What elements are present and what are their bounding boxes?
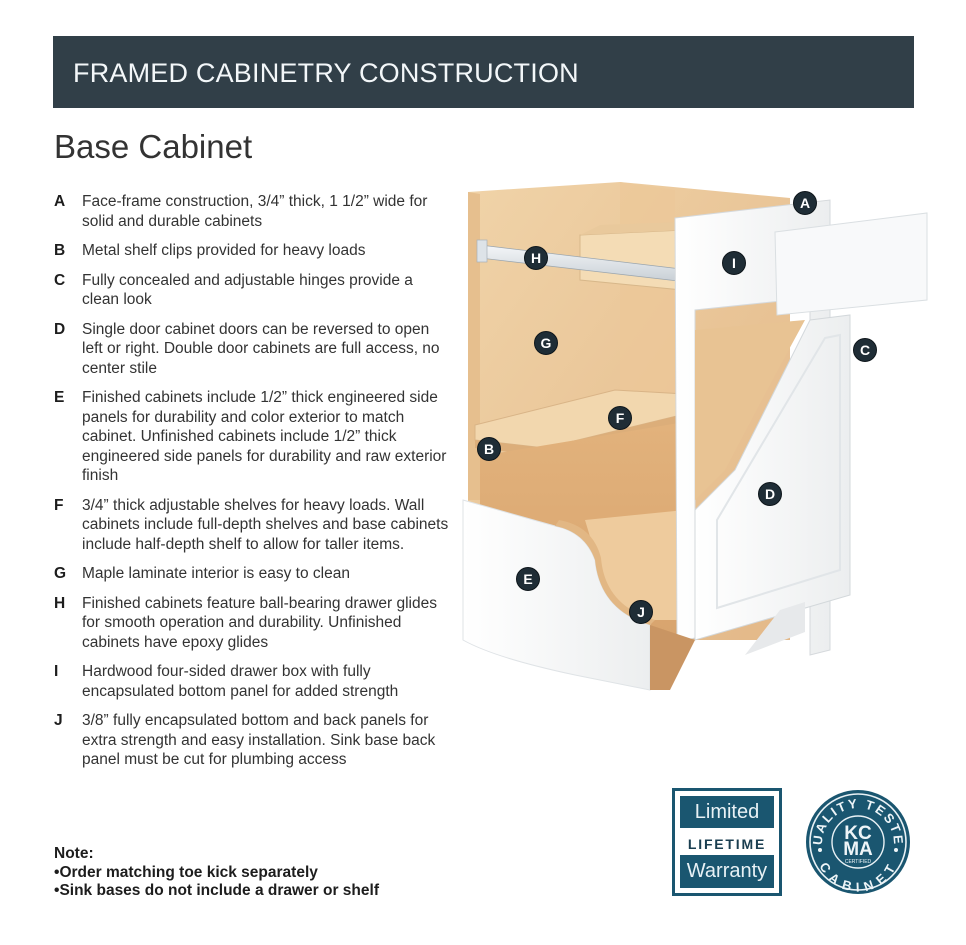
- feature-letter: I: [54, 663, 59, 680]
- feature-text: Finished cabinets include 1/2” thick eng…: [82, 389, 447, 484]
- note-item: Order matching toe kick separately: [54, 864, 379, 883]
- kcma-certified-badge: QUALITY TESTED CABINET KC MA CERTIFIED: [798, 776, 912, 896]
- limited-lifetime-warranty-badge: Limited LIFETIME Warranty: [672, 788, 782, 896]
- callout-j: J: [629, 600, 653, 624]
- header-title: FRAMED CABINETRY CONSTRUCTION: [73, 58, 579, 88]
- drawer-front: [774, 212, 928, 316]
- feature-list: A Face-frame construction, 3/4” thick, 1…: [54, 192, 454, 780]
- kcma-seal-icon: QUALITY TESTED CABINET KC MA CERTIFIED: [798, 776, 910, 895]
- feature-letter: E: [54, 389, 65, 406]
- callout-b: B: [477, 437, 501, 461]
- cabinet-drawing: [462, 182, 928, 691]
- page-title: Base Cabinet: [54, 128, 253, 165]
- feature-item-h: H Finished cabinets feature ball-bearing…: [54, 594, 454, 653]
- door-panel-inset: [716, 333, 841, 610]
- feature-item-b: B Metal shelf clips provided for heavy l…: [54, 241, 454, 261]
- callout-d: D: [758, 482, 782, 506]
- feature-item-j: J 3/8” fully encapsulated bottom and bac…: [54, 711, 454, 770]
- feature-text: Finished cabinets feature ball-bearing d…: [82, 594, 437, 651]
- callout-e: E: [516, 567, 540, 591]
- warranty-bottom: Warranty: [680, 855, 774, 888]
- note-block: Note: Order matching toe kick separately…: [54, 845, 379, 901]
- interior-corner: [620, 182, 675, 400]
- feature-text: Maple laminate interior is easy to clean: [82, 565, 350, 582]
- kcma-certified: CERTIFIED: [845, 859, 872, 865]
- feature-item-a: A Face-frame construction, 3/4” thick, 1…: [54, 192, 454, 231]
- feature-item-f: F 3/4” thick adjustable shelves for heav…: [54, 496, 454, 555]
- feature-text: 3/8” fully encapsulated bottom and back …: [82, 712, 436, 768]
- feature-letter: F: [54, 496, 64, 514]
- callout-c: C: [853, 338, 877, 362]
- feature-text: Face-frame construction, 3/4” thick, 1 1…: [82, 193, 428, 230]
- feature-text: Single door cabinet doors can be reverse…: [82, 320, 440, 377]
- callout-i: I: [722, 251, 746, 275]
- feature-letter: J: [54, 712, 63, 729]
- feature-item-d: D Single door cabinet doors can be rever…: [54, 320, 454, 379]
- callout-a: A: [793, 191, 817, 215]
- kcma-line1: KC: [844, 823, 872, 844]
- glide-bracket: [476, 239, 488, 263]
- feature-item-g: G Maple laminate interior is easy to cle…: [54, 564, 454, 584]
- feature-letter: D: [54, 320, 66, 338]
- door-opening: [695, 320, 805, 500]
- feature-letter: G: [54, 565, 67, 582]
- feature-letter: H: [54, 594, 66, 612]
- feature-item-c: C Fully concealed and adjustable hinges …: [54, 271, 454, 310]
- header-bar: FRAMED CABINETRY CONSTRUCTION: [53, 36, 914, 108]
- warranty-top: Limited: [680, 796, 774, 828]
- feature-letter: B: [54, 242, 66, 259]
- kcma-line2: MA: [843, 839, 873, 860]
- toe-back: [650, 625, 695, 690]
- feature-item-e: E Finished cabinets include 1/2” thick e…: [54, 388, 454, 486]
- callout-f: F: [608, 406, 632, 430]
- note-item: Sink bases do not include a drawer or sh…: [54, 882, 379, 901]
- feature-text: 3/4” thick adjustable shelves for heavy …: [82, 496, 449, 553]
- note-label: Note:: [54, 845, 94, 862]
- callout-g: G: [534, 331, 558, 355]
- feature-text: Fully concealed and adjustable hinges pr…: [82, 271, 413, 309]
- feature-letter: A: [54, 193, 66, 210]
- callout-h: H: [524, 246, 548, 270]
- feature-text: Hardwood four-sided drawer box with full…: [82, 663, 399, 700]
- feature-item-i: I Hardwood four-sided drawer box with fu…: [54, 662, 454, 701]
- feature-letter: C: [54, 271, 66, 289]
- left-side-panel: [468, 192, 480, 500]
- cabinet-illustration: A B C D E F G H I J: [455, 170, 945, 710]
- toe-kick: [745, 602, 805, 655]
- warranty-middle: LIFETIME: [687, 836, 767, 852]
- feature-text: Metal shelf clips provided for heavy loa…: [82, 242, 366, 259]
